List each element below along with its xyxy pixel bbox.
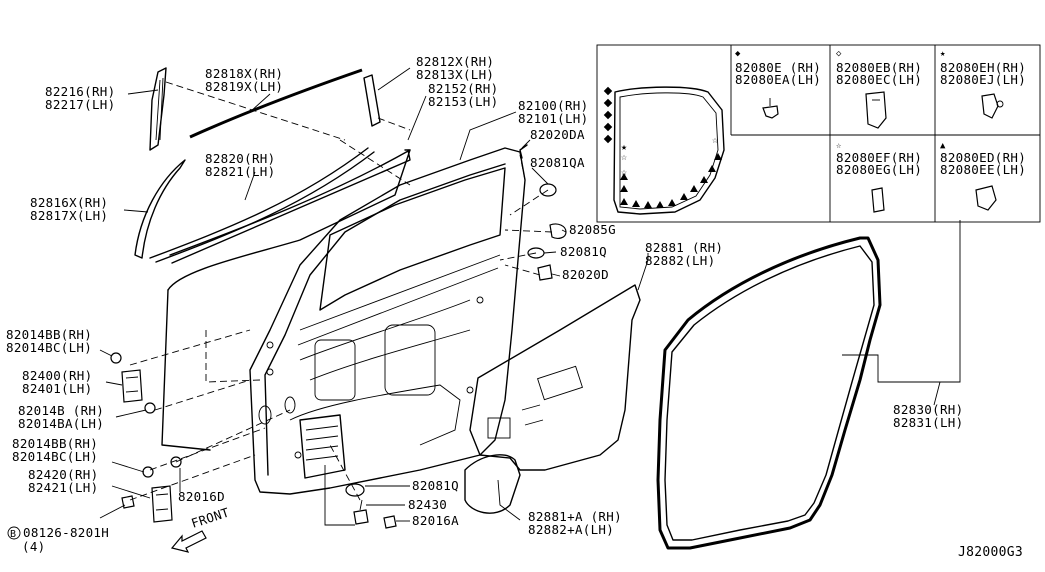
- label-82081Q-a: 82081Q: [560, 244, 607, 259]
- label-82830: 82830(RH): [893, 402, 963, 417]
- label-bolt-qty: (4): [22, 539, 45, 554]
- clip-82080EE: 82080EE(LH): [940, 162, 1026, 177]
- svg-text:▲: ▲: [940, 141, 946, 151]
- clip-82080EA: 82080EA(LH): [735, 72, 821, 87]
- label-82818: 82818X(RH): [205, 66, 283, 81]
- bumper-82430: [353, 499, 369, 525]
- label-82014BA: 82014BA(LH): [18, 416, 104, 431]
- svg-text:◇: ◇: [836, 49, 842, 59]
- front-arrow: [170, 530, 207, 553]
- clip-82080EB: 82080EB(RH): [836, 60, 922, 75]
- weatherstrip-82830: [656, 236, 882, 550]
- label-82014BB-a: 82014BB(RH): [6, 327, 92, 342]
- clip-82020D: [537, 264, 553, 281]
- clip-icon-ef: [871, 187, 885, 213]
- bolt-08126: [121, 495, 135, 509]
- bolt-symbol-circle: [7, 526, 21, 540]
- label-82812: 82812X(RH): [416, 54, 494, 69]
- svg-text:◆: ◆: [735, 49, 741, 59]
- label-82217: 82217(LH): [45, 97, 115, 112]
- label-82430: 82430: [408, 497, 447, 512]
- label-82081Q-b: 82081Q: [412, 478, 459, 493]
- leader-lines: [99, 67, 961, 526]
- label-82216: 82216(RH): [45, 84, 115, 99]
- diagram-code: J82000G3: [958, 545, 1023, 560]
- hinge-82420: [151, 485, 173, 523]
- label-82881: 82881 (RH): [645, 240, 723, 255]
- clip-82080EF: 82080EF(RH): [836, 150, 922, 165]
- nut-82014BB-a: [110, 352, 122, 364]
- label-82020D: 82020D: [562, 267, 609, 282]
- label-82014BC-a: 82014BC(LH): [6, 340, 92, 355]
- label-82014B: 82014B (RH): [18, 403, 104, 418]
- svg-text:★: ★: [940, 49, 946, 59]
- label-82014BC-b: 82014BC(LH): [12, 449, 98, 464]
- label-82821: 82821(LH): [205, 164, 275, 179]
- label-82101: 82101(LH): [518, 111, 588, 126]
- dashed-assembly-lines: [129, 81, 553, 501]
- label-bolt-08126: 08126-8201H: [23, 525, 109, 540]
- clip-82085G: [549, 223, 567, 239]
- label-82014BB-b: 82014BB(RH): [12, 436, 98, 451]
- clip-82020DA: [519, 144, 528, 159]
- clip-table: ★ ☆ ☆ ☆ ◆ 82080E (RH) 82080EA(LH) ◇ 8208…: [596, 44, 1041, 223]
- door-glass-82816: [134, 159, 186, 259]
- clip-82080EH: 82080EH(RH): [940, 60, 1026, 75]
- sash-piece-82812: [363, 74, 381, 127]
- clip-icon-ed: [975, 185, 997, 211]
- svg-text:★: ★: [621, 142, 627, 153]
- label-82152: 82152(RH): [428, 81, 498, 96]
- clip-82080EC: 82080EC(LH): [836, 72, 922, 87]
- part-labels: 82216(RH) 82217(LH) 82818X(RH) 82819X(LH…: [6, 54, 1023, 560]
- label-82817: 82817X(LH): [30, 208, 108, 223]
- label-82020DA: 82020DA: [530, 127, 585, 142]
- clip-82016A: [383, 515, 397, 529]
- label-82100: 82100(RH): [518, 98, 588, 113]
- svg-text:☆: ☆: [836, 141, 842, 151]
- sash-molding-82216: [149, 67, 167, 151]
- clip-icon-eb: [865, 91, 887, 129]
- label-82421: 82421(LH): [28, 480, 98, 495]
- bolt-symbol: B: [10, 529, 16, 540]
- svg-text:☆: ☆: [621, 167, 627, 178]
- outer-molding-82818: [189, 68, 363, 139]
- label-82816: 82816X(RH): [30, 195, 108, 210]
- label-82882A: 82882+A(LH): [528, 522, 614, 537]
- label-82820: 82820(RH): [205, 151, 275, 166]
- clip-layout-door: ★ ☆ ☆ ☆: [603, 86, 725, 215]
- clip-82080EJ: 82080EJ(LH): [940, 72, 1026, 87]
- clip-82080ED: 82080ED(RH): [940, 150, 1026, 165]
- label-82081QA: 82081QA: [530, 155, 585, 170]
- label-82085G: 82085G: [569, 222, 616, 237]
- front-label: FRONT: [189, 504, 231, 530]
- weatherstrip-82820: [149, 147, 375, 263]
- label-82882: 82882(LH): [645, 253, 715, 268]
- label-82420: 82420(RH): [28, 467, 98, 482]
- label-82819: 82819X(LH): [205, 79, 283, 94]
- label-82813: 82813X(LH): [416, 67, 494, 82]
- door-panel-82100: [249, 147, 526, 495]
- nut-82014B: [144, 402, 156, 414]
- label-82881A: 82881+A (RH): [528, 509, 622, 524]
- svg-text:☆: ☆: [712, 135, 718, 146]
- label-82016D: 82016D: [178, 489, 225, 504]
- hinge-82400: [121, 369, 143, 403]
- clip-icon-eh: [981, 93, 1004, 119]
- label-82401: 82401(LH): [22, 381, 92, 396]
- label-82153: 82153(LH): [428, 94, 498, 109]
- sealing-screen-82881: [469, 284, 641, 471]
- clip-82080EG: 82080EG(LH): [836, 162, 922, 177]
- door-window-glass: [161, 149, 411, 451]
- label-82831: 82831(LH): [893, 415, 963, 430]
- label-82016A: 82016A: [412, 513, 459, 528]
- clip-icon-e: [762, 98, 779, 119]
- nut-82014BB-b: [142, 466, 154, 478]
- label-82400: 82400(RH): [22, 368, 92, 383]
- clip-82080E: 82080E (RH): [735, 60, 821, 75]
- sealing-screen-82881A: [464, 454, 521, 514]
- svg-text:☆: ☆: [621, 152, 627, 163]
